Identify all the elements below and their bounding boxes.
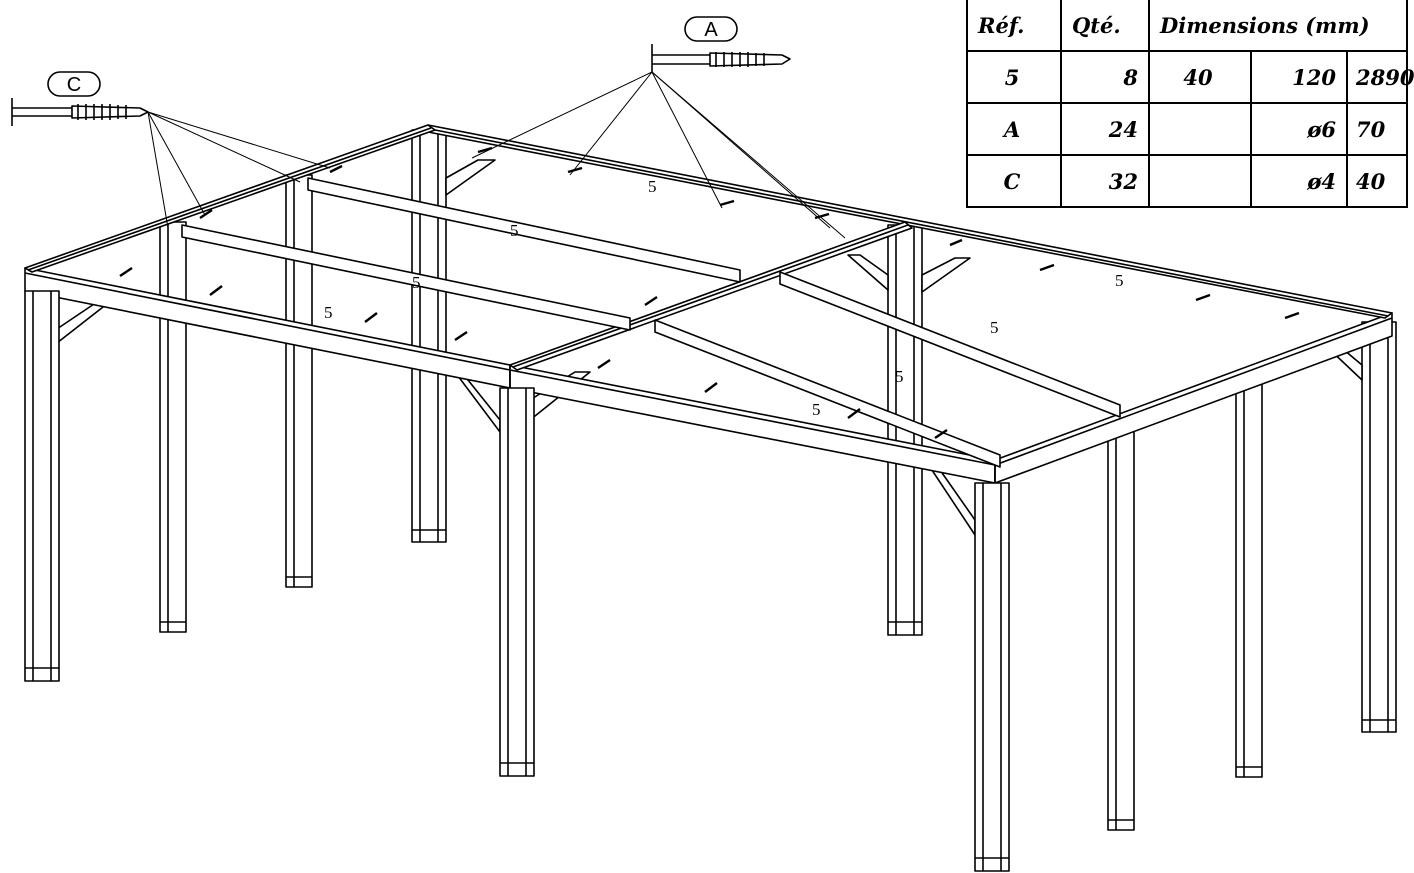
cell-ref: 5: [966, 50, 1062, 104]
header-ref: Réf.: [966, 0, 1062, 52]
cell-ref: A: [966, 102, 1062, 156]
cell-qty: 32: [1060, 154, 1150, 208]
post-back-left: [411, 129, 447, 543]
screw-marks: [119, 146, 1300, 439]
cell-dim2: ø4: [1250, 154, 1348, 208]
post-inner-1: [285, 174, 313, 588]
piece-label: 5: [1115, 271, 1124, 290]
post-front-mid: [499, 387, 535, 777]
cell-qty: 24: [1060, 102, 1150, 156]
piece-label: 5: [412, 273, 421, 292]
parts-table-container: Réf. Qté. Dimensions (mm) 5 8 40 120 289…: [966, 0, 1414, 208]
piece-label: 5: [895, 367, 904, 386]
cell-dim1: [1148, 154, 1252, 208]
callout-a-bubble: [684, 16, 738, 42]
piece-label: 5: [990, 318, 999, 337]
callout-c-bubble: [47, 71, 101, 97]
piece-label: 5: [510, 221, 519, 240]
top-frame: [24, 124, 1393, 484]
cell-dim1: [1148, 102, 1252, 156]
table-row: C 32 ø4 40: [966, 154, 1409, 208]
table-row: 5 8 40 120 2890: [966, 50, 1414, 104]
cell-qty: 8: [1060, 50, 1150, 104]
piece-label: 5: [648, 177, 657, 196]
parts-table: Réf. Qté. Dimensions (mm) 5 8 40 120 289…: [966, 0, 1414, 208]
screw-c-icon: [11, 98, 149, 126]
post-back-right: [1361, 321, 1397, 733]
cell-dim2: ø6: [1250, 102, 1348, 156]
joists: [181, 177, 1121, 468]
piece-label: 5: [324, 303, 333, 322]
header-dimensions: Dimensions (mm): [1147, 0, 1409, 52]
cell-dim1: 40: [1148, 50, 1252, 104]
cell-dim3: 2890: [1345, 50, 1414, 104]
cell-ref: C: [966, 154, 1062, 208]
piece-label: 5: [812, 400, 821, 419]
callout-a-label: A: [704, 19, 718, 41]
leader-lines: [147, 71, 846, 239]
post-front-right: [974, 482, 1010, 872]
cell-dim3: 40: [1345, 154, 1409, 208]
post-inner-4: [1235, 371, 1263, 778]
cell-dim3: 70: [1345, 102, 1409, 156]
post-front-left: [24, 290, 60, 682]
screw-a-icon: [651, 44, 791, 72]
table-header-row: Réf. Qté. Dimensions (mm): [966, 0, 1409, 52]
callout-c-label: C: [67, 74, 81, 96]
cell-dim2: 120: [1250, 50, 1348, 104]
table-row: A 24 ø6 70: [966, 102, 1409, 156]
post-inner-2: [159, 221, 187, 633]
header-qty: Qté.: [1060, 0, 1150, 52]
post-inner-3: [1107, 419, 1135, 831]
